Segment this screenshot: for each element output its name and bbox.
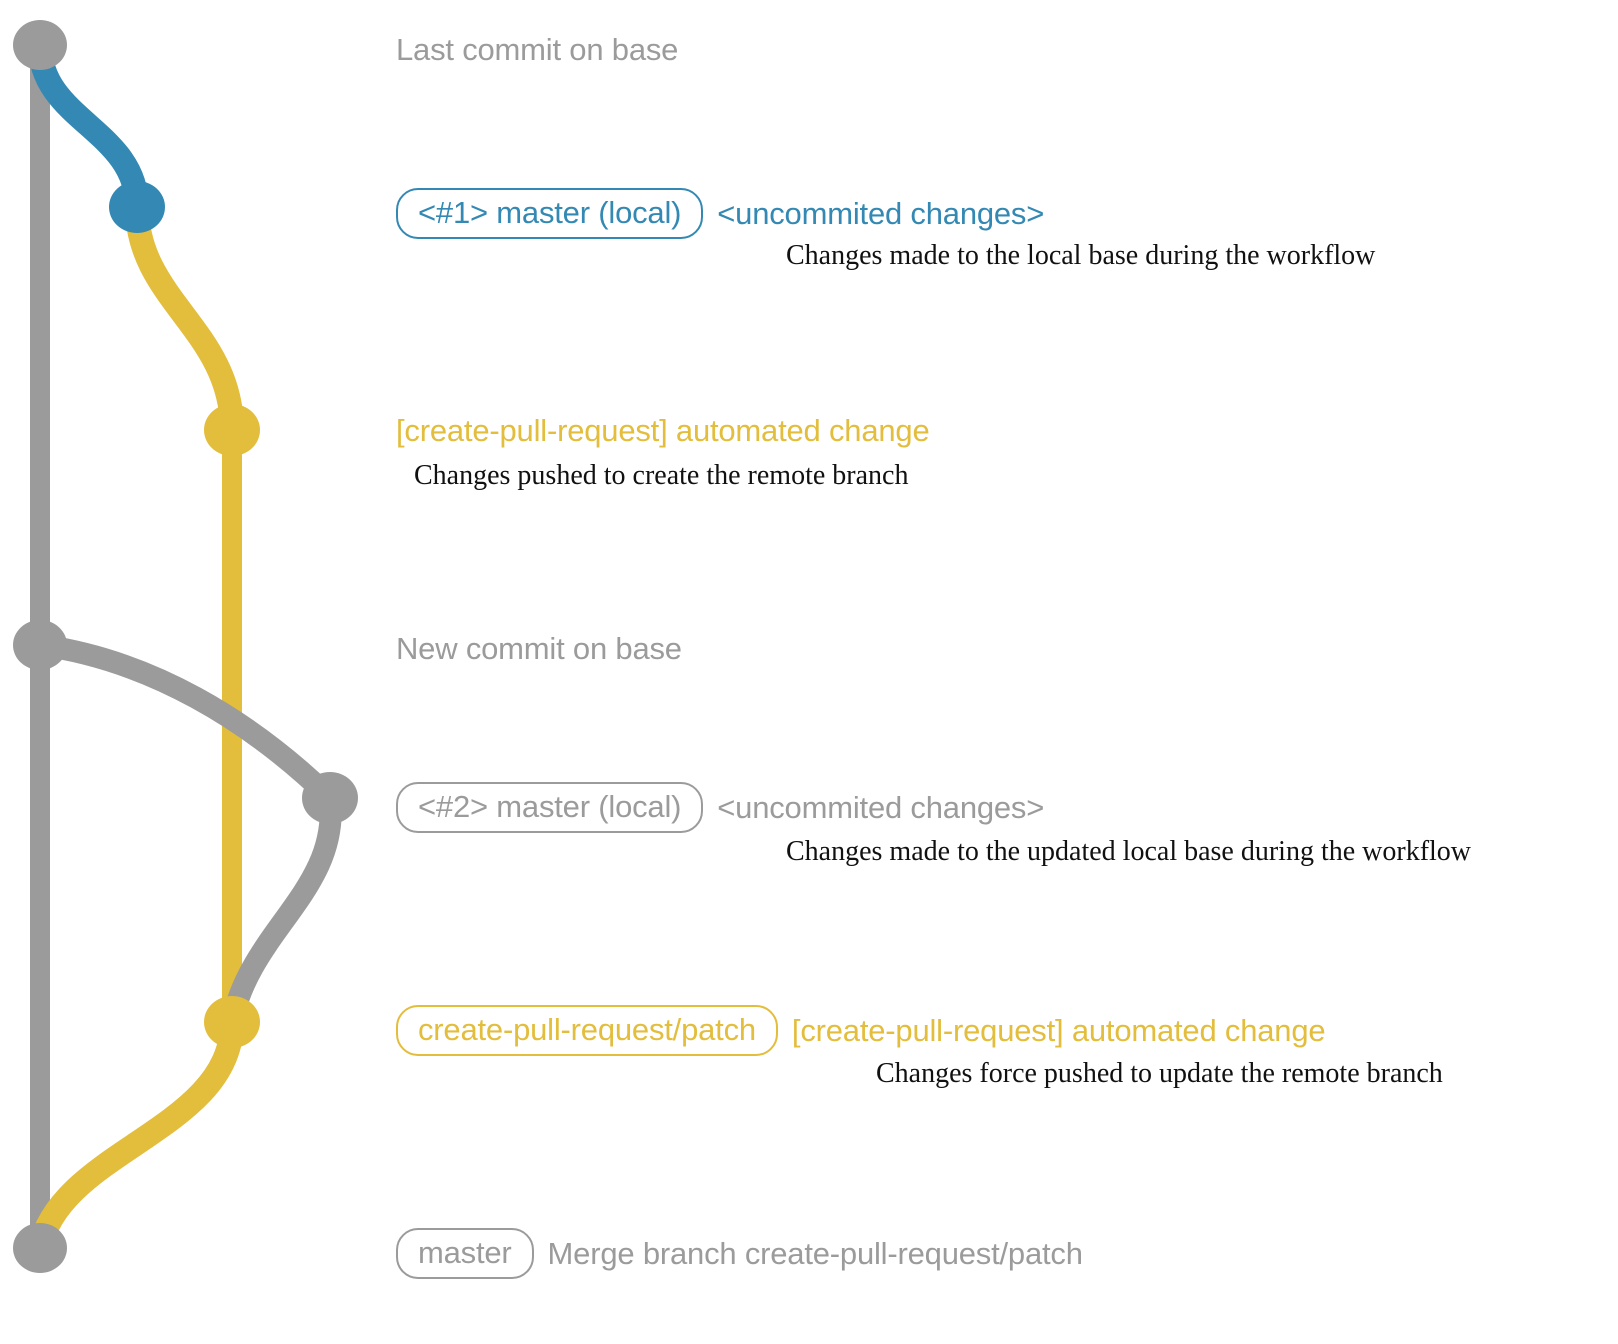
heading-new-commit-on-base: New commit on base (396, 631, 682, 666)
git-graph (13, 20, 358, 1273)
commit-node-patch-1[interactable] (204, 404, 260, 456)
commit-node-base-new[interactable] (13, 620, 67, 670)
commit-node-base-last[interactable] (13, 20, 67, 70)
commit-message-automated-change-2: [create-pull-request] automated change (791, 1013, 1326, 1048)
branch-pill-master-local-2[interactable]: <#2> master (local) (396, 782, 704, 833)
commit-message-merge-branch: Merge branch create-pull-request/patch (547, 1236, 1083, 1271)
heading-automated-change-1: [create-pull-request] automated change (396, 413, 930, 448)
commit-message-uncommited-changes-2: <uncommited changes> (717, 790, 1045, 825)
branch-pill-master-local-1[interactable]: <#1> master (local) (396, 188, 704, 239)
description-force-pushed-update-remote-branch: Changes force pushed to update the remot… (876, 1058, 1443, 1089)
edge-local1-to-patch1 (125, 195, 244, 442)
row-master-local-2: <#2> master (local) <uncommited changes> (396, 782, 1044, 833)
description-pushed-create-remote-branch: Changes pushed to create the remote bran… (414, 460, 909, 491)
edge-local2-to-patch2 (221, 787, 342, 1033)
commit-message-uncommited-changes-1: <uncommited changes> (717, 196, 1045, 231)
commit-node-base-merge[interactable] (13, 1223, 67, 1273)
heading-last-commit-on-base: Last commit on base (396, 32, 679, 67)
branch-pill-master[interactable]: master (396, 1228, 534, 1279)
edge-patch2-to-merge (28, 1010, 244, 1260)
row-master-merge: master Merge branch create-pull-request/… (396, 1228, 1083, 1279)
edge-base-to-local1 (28, 33, 149, 219)
description-updated-local-base-workflow: Changes made to the updated local base d… (786, 836, 1472, 867)
row-new-commit-on-base: New commit on base (396, 633, 682, 664)
row-master-local-1: <#1> master (local) <uncommited changes> (396, 188, 1044, 239)
description-local-base-workflow: Changes made to the local base during th… (786, 240, 1376, 271)
row-create-pull-request-patch: create-pull-request/patch [create-pull-r… (396, 1005, 1326, 1056)
row-automated-change-1: [create-pull-request] automated change (396, 415, 930, 446)
commit-node-local-1[interactable] (109, 181, 165, 233)
row-last-commit-on-base: Last commit on base (396, 34, 678, 65)
commit-node-patch-2[interactable] (204, 996, 260, 1048)
edge-basenew-to-local2 (29, 634, 341, 809)
commit-node-local-2[interactable] (302, 772, 358, 824)
branch-pill-create-pull-request-patch[interactable]: create-pull-request/patch (396, 1005, 778, 1056)
